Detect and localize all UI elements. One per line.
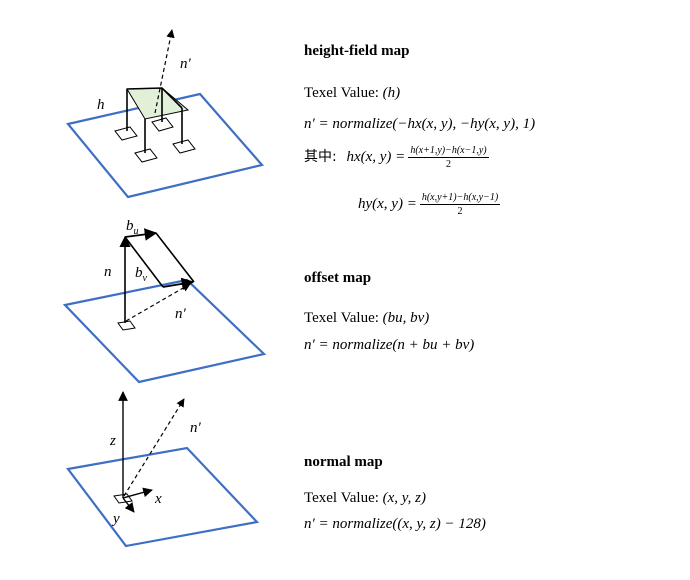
texel-value: (x, y, z) — [382, 490, 426, 506]
z-label: z — [109, 433, 116, 449]
normal-texel-line: Texel Value: (x, y, z) — [304, 490, 426, 507]
bv-label: bv — [135, 265, 148, 284]
offset-title: offset map — [304, 270, 372, 286]
hy-denominator: 2 — [457, 206, 463, 217]
height-rail — [126, 87, 183, 109]
texel-square — [117, 320, 136, 331]
bu-vector — [124, 228, 158, 241]
x-axis — [122, 487, 153, 499]
hx-denominator: 2 — [445, 159, 451, 170]
hx-line: 其中: hx(x, y) =h(x+1,y)−h(x−1,y)2 — [304, 145, 489, 170]
height-label: h — [97, 97, 105, 113]
texel-square — [172, 139, 196, 154]
texel-prefix: Texel Value: — [304, 85, 383, 101]
hy-line: hy(x, y) =h(x,y+1)−h(x,y−1)2 — [358, 192, 501, 217]
texel-value: (h) — [382, 85, 401, 101]
bv-vector — [162, 277, 195, 291]
height-field-texel-line: Texel Value: (h) — [304, 85, 400, 102]
hy-numerator: h(x,y+1)−h(x,y−1) — [419, 192, 501, 205]
y-label: y — [111, 511, 120, 527]
texel-prefix: Texel Value: — [304, 310, 383, 326]
texture-plane — [62, 278, 267, 384]
n-label: n — [104, 264, 112, 280]
offset-formula: n′ = normalize(n + bu + bv) — [304, 337, 475, 353]
hy-lhs: hy(x, y) = — [358, 195, 417, 212]
height-field-illustration: n′ h — [66, 29, 265, 199]
normal-vector — [154, 29, 175, 114]
normal-formula: n′ = normalize((x, y, z) − 128) — [304, 516, 486, 532]
bu-label: bu — [126, 218, 139, 237]
normal-label: n′ — [180, 56, 192, 72]
where-label: 其中: — [304, 148, 337, 165]
hx-numerator: h(x+1,y)−h(x−1,y) — [408, 145, 489, 158]
hx-fraction: h(x+1,y)−h(x−1,y)2 — [408, 145, 489, 170]
texture-plane — [66, 446, 260, 548]
hx-lhs: hx(x, y) = — [346, 148, 406, 165]
normal-map-illustration: z x y n′ — [66, 391, 260, 548]
normal-vector — [125, 283, 191, 322]
offset-illustration: bu bv n n′ — [62, 218, 267, 384]
normal-label: n′ — [175, 306, 187, 322]
texel-square — [134, 148, 158, 163]
x-label: x — [154, 491, 162, 507]
height-field-title: height-field map — [304, 43, 410, 59]
normal-label: n′ — [190, 420, 202, 436]
hy-fraction: h(x,y+1)−h(x,y−1)2 — [419, 192, 501, 217]
texel-value: (bu, bv) — [382, 310, 430, 326]
y-axis — [122, 497, 135, 513]
offset-edge — [155, 232, 195, 283]
normal-vector — [123, 398, 185, 497]
offset-edge — [124, 236, 164, 288]
normal-map-title: normal map — [304, 454, 383, 470]
texel-prefix: Texel Value: — [304, 490, 383, 506]
texel-square — [114, 126, 138, 141]
height-field-formula: n′ = normalize(−hx(x, y), −hy(x, y), 1) — [304, 116, 536, 132]
offset-texel-line: Texel Value: (bu, bv) — [304, 310, 429, 327]
